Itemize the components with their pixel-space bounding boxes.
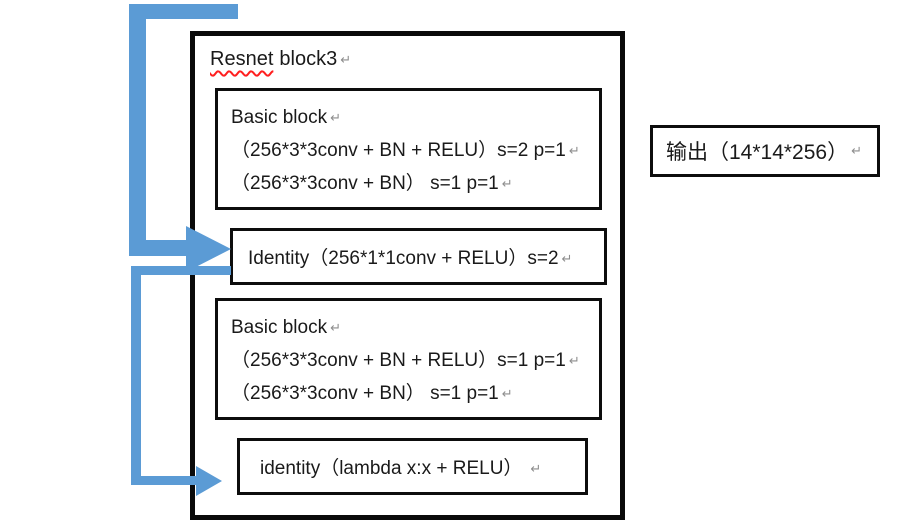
paragraph-mark-icon: ↵ [340, 52, 352, 67]
basic-block-2-conv-line-2: （256*3*3conv + BN） s=1 p=1↵ [231, 383, 513, 404]
identity-lambda-box: identity（lambda x:x + RELU）↵ [237, 438, 588, 495]
basic-block-2-heading: Basic block↵ [231, 317, 342, 338]
identity-projection-box: Identity（256*1*1conv + RELU）s=2↵ [230, 228, 607, 285]
skip-arrow-2-horizontal-segment [131, 476, 197, 485]
paragraph-mark-icon: ↵ [568, 353, 580, 368]
paragraph-mark-icon: ↵ [501, 176, 513, 191]
skip-arrow-2-arrowhead-icon [196, 466, 222, 496]
resnet-block3-container-box [190, 31, 625, 520]
basic-block-2-conv-line-1: （256*3*3conv + BN + RELU）s=1 p=1↵ [231, 350, 580, 371]
output-shape-label: 输出（14*14*256） [666, 141, 849, 164]
identity-lambda-label: identity（lambda x:x + RELU）↵ [260, 458, 542, 479]
paragraph-mark-icon: ↵ [851, 143, 863, 158]
paragraph-mark-icon: ↵ [330, 320, 342, 335]
skip-arrow-2-vertical-segment [131, 266, 141, 485]
skip-arrow-1-arrowhead-icon [186, 226, 231, 272]
paragraph-mark-icon: ↵ [330, 110, 342, 125]
skip-arrow-1-vertical-segment [129, 4, 146, 256]
paragraph-mark-icon: ↵ [568, 143, 580, 158]
skip-arrow-1-top-segment [129, 4, 238, 19]
title-word-rest: block3 [279, 48, 338, 70]
paragraph-mark-icon: ↵ [501, 386, 513, 401]
basic-block-1-heading: Basic block↵ [231, 107, 342, 128]
output-shape-box: 输出（14*14*256）↵ [650, 125, 880, 177]
basic-block-2-box: Basic block↵ （256*3*3conv + BN + RELU）s=… [215, 298, 602, 420]
skip-arrow-2-top-segment [131, 266, 231, 275]
title-word-flagged: Resnet [210, 48, 274, 70]
basic-block-1-box: Basic block↵ （256*3*3conv + BN + RELU）s=… [215, 88, 602, 210]
paragraph-mark-icon: ↵ [530, 461, 542, 476]
skip-arrow-1-horizontal-segment [129, 240, 187, 256]
basic-block-1-conv-line-1: （256*3*3conv + BN + RELU）s=2 p=1↵ [231, 140, 580, 161]
identity-projection-label: Identity（256*1*1conv + RELU）s=2↵ [248, 248, 573, 269]
paragraph-mark-icon: ↵ [561, 251, 573, 266]
basic-block-1-conv-line-2: （256*3*3conv + BN） s=1 p=1↵ [231, 173, 513, 194]
